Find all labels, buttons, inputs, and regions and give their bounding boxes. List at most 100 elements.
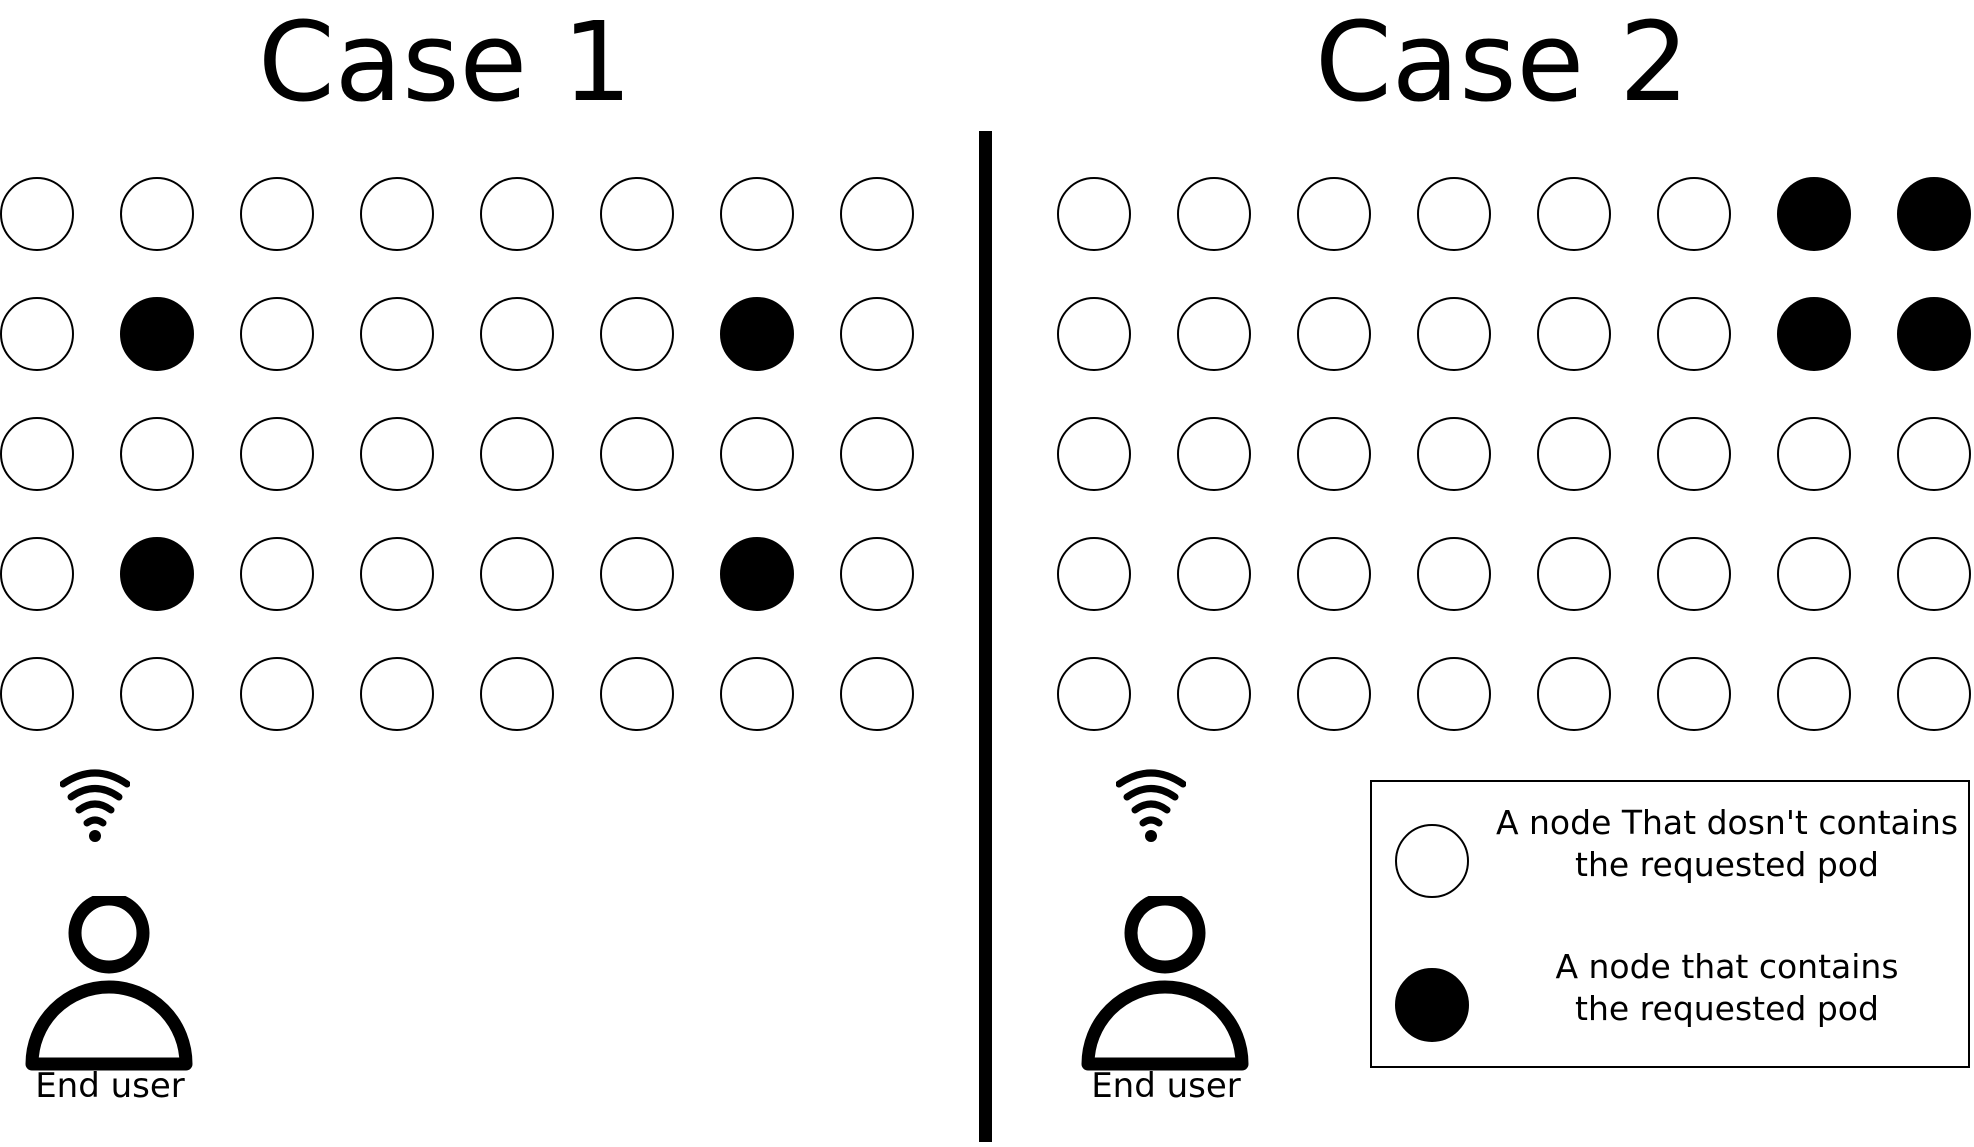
node-without-pod [840, 417, 914, 491]
node-without-pod [1177, 537, 1251, 611]
node-with-pod [1777, 177, 1851, 251]
node-without-pod [1537, 297, 1611, 371]
legend-item-filled-node: A node that contains the requested pod [1372, 946, 1968, 1066]
node-without-pod [720, 417, 794, 491]
node-without-pod [1537, 537, 1611, 611]
node-with-pod [720, 297, 794, 371]
node-without-pod [840, 177, 914, 251]
node-without-pod [480, 537, 554, 611]
node-without-pod [240, 297, 314, 371]
node-with-pod [1897, 297, 1971, 371]
node-without-pod [1777, 417, 1851, 491]
node-without-pod [1777, 537, 1851, 611]
node-without-pod [600, 297, 674, 371]
node-without-pod [120, 657, 194, 731]
node-without-pod [1417, 417, 1491, 491]
node-without-pod [240, 657, 314, 731]
node-without-pod [240, 177, 314, 251]
node-without-pod [1057, 657, 1131, 731]
node-without-pod [1897, 657, 1971, 731]
node-without-pod [480, 417, 554, 491]
node-without-pod [1057, 537, 1131, 611]
node-without-pod [1417, 297, 1491, 371]
node-with-pod [120, 297, 194, 371]
node-without-pod [1777, 657, 1851, 731]
node-without-pod [1657, 537, 1731, 611]
node-without-pod [600, 417, 674, 491]
end-user-label: End user [1091, 1066, 1241, 1106]
node-without-pod [1657, 177, 1731, 251]
node-without-pod [0, 417, 74, 491]
node-without-pod [1417, 537, 1491, 611]
node-with-pod [720, 537, 794, 611]
node-with-pod [1897, 177, 1971, 251]
node-without-pod [1057, 177, 1131, 251]
node-without-pod [360, 297, 434, 371]
case-divider [979, 131, 992, 1142]
case-2-end-user: End user [1066, 760, 1266, 1110]
node-without-pod [1177, 297, 1251, 371]
legend-filled-label: A node that contains the requested pod [1555, 947, 1899, 1028]
node-without-pod [1297, 537, 1371, 611]
node-without-pod [840, 297, 914, 371]
node-without-pod [480, 657, 554, 731]
node-without-pod [1297, 177, 1371, 251]
case-1-end-user: End user [10, 760, 210, 1110]
case-1-node-grid [0, 177, 914, 731]
wifi-signal-icon [60, 769, 130, 842]
node-without-pod [240, 537, 314, 611]
node-without-pod [1297, 417, 1371, 491]
node-without-pod [360, 177, 434, 251]
node-without-pod [600, 177, 674, 251]
node-without-pod [1897, 537, 1971, 611]
node-without-pod [120, 177, 194, 251]
node-with-pod [1777, 297, 1851, 371]
filled-node-swatch [1395, 968, 1469, 1042]
node-without-pod [720, 657, 794, 731]
node-without-pod [1417, 657, 1491, 731]
node-without-pod [1177, 177, 1251, 251]
node-without-pod [840, 537, 914, 611]
node-without-pod [360, 657, 434, 731]
node-without-pod [1537, 417, 1611, 491]
node-without-pod [120, 417, 194, 491]
node-without-pod [1657, 657, 1731, 731]
node-without-pod [360, 417, 434, 491]
node-without-pod [360, 537, 434, 611]
node-without-pod [0, 537, 74, 611]
node-without-pod [600, 537, 674, 611]
node-without-pod [1537, 177, 1611, 251]
node-without-pod [240, 417, 314, 491]
end-user-label: End user [35, 1066, 185, 1106]
node-without-pod [1297, 657, 1371, 731]
empty-node-swatch [1395, 824, 1469, 898]
node-without-pod [1297, 297, 1371, 371]
node-without-pod [1177, 657, 1251, 731]
node-without-pod [1537, 657, 1611, 731]
node-without-pod [720, 177, 794, 251]
case-2-node-grid [1057, 177, 1971, 731]
node-without-pod [600, 657, 674, 731]
node-without-pod [1897, 417, 1971, 491]
case-1-title: Case 1 [258, 0, 633, 126]
node-without-pod [0, 297, 74, 371]
node-without-pod [1657, 417, 1731, 491]
person-icon [1081, 896, 1249, 1071]
case-2-title: Case 2 [1315, 0, 1690, 126]
node-without-pod [0, 177, 74, 251]
node-without-pod [0, 657, 74, 731]
node-without-pod [1657, 297, 1731, 371]
node-without-pod [1177, 417, 1251, 491]
node-without-pod [1057, 417, 1131, 491]
node-with-pod [120, 537, 194, 611]
legend-item-empty-node: A node That dosn't contains the requeste… [1372, 802, 1968, 922]
node-without-pod [480, 177, 554, 251]
node-without-pod [840, 657, 914, 731]
wifi-signal-icon [1116, 769, 1186, 842]
node-without-pod [1057, 297, 1131, 371]
node-without-pod [1417, 177, 1491, 251]
node-without-pod [480, 297, 554, 371]
person-icon [25, 896, 193, 1071]
legend: A node That dosn't contains the requeste… [1370, 780, 1970, 1068]
legend-empty-label: A node That dosn't contains the requeste… [1495, 803, 1959, 884]
